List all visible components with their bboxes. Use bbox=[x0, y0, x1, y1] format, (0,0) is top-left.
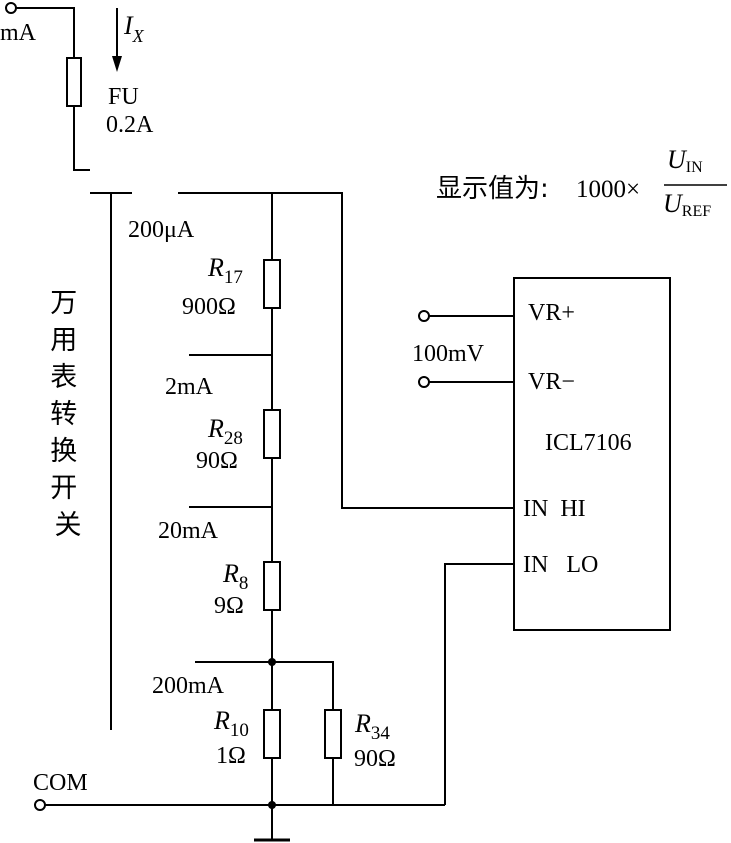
formula-prefix: 显示值为: bbox=[436, 174, 549, 204]
resistor-r17 bbox=[263, 259, 281, 309]
vr-minus-terminal bbox=[418, 376, 430, 388]
range-200ma-label: 200mA bbox=[152, 673, 225, 699]
r34-value-label: 90Ω bbox=[354, 746, 396, 772]
icl7106-chip bbox=[513, 277, 671, 631]
range-2ma-label: 2mA bbox=[165, 374, 214, 400]
pin-in-lo-label: IN LO bbox=[523, 552, 598, 578]
fuse-output-wire bbox=[73, 106, 90, 171]
tap-200ua-wire bbox=[178, 192, 514, 509]
pin-vr-minus-label: VR− bbox=[528, 369, 575, 395]
r34-symbol-label: R34 bbox=[354, 709, 390, 744]
junction-200ma bbox=[268, 658, 276, 666]
ma-input-wire bbox=[16, 7, 75, 58]
r10-symbol-label: R10 bbox=[213, 706, 249, 741]
com-label: COM bbox=[33, 770, 88, 796]
formula-numerator: UIN bbox=[667, 145, 703, 176]
r17-value-label: 900Ω bbox=[182, 294, 236, 320]
ic-name-label: ICL7106 bbox=[545, 430, 632, 456]
tap-200ma-wire bbox=[195, 661, 334, 710]
r28-symbol-label: R28 bbox=[207, 414, 243, 449]
resistor-r8 bbox=[263, 561, 281, 611]
formula-factor: 1000× bbox=[576, 176, 640, 203]
r10-value-label: 1Ω bbox=[216, 743, 246, 769]
pin-in-hi-label: IN HI bbox=[523, 496, 586, 522]
pin-vr-plus-label: VR+ bbox=[528, 300, 575, 326]
com-terminal bbox=[34, 799, 46, 811]
junction-com bbox=[268, 801, 276, 809]
current-arrow-head bbox=[112, 56, 122, 72]
current-ix-label: IX bbox=[123, 11, 145, 46]
vr-plus-terminal bbox=[418, 310, 430, 322]
in-lo-wire bbox=[444, 563, 514, 805]
resistor-r28 bbox=[263, 409, 281, 459]
formula-denominator: UREF bbox=[663, 189, 711, 220]
resistor-r34 bbox=[324, 709, 342, 759]
r17-symbol-label: R17 bbox=[207, 253, 243, 288]
switch-label: 万 用 表 转 换 开 关 bbox=[50, 288, 86, 541]
resistor-r10 bbox=[263, 709, 281, 759]
r28-value-label: 90Ω bbox=[196, 448, 238, 474]
r8-value-label: 9Ω bbox=[214, 593, 244, 619]
range-200ua-label: 200μA bbox=[128, 217, 195, 243]
ma-terminal-label: mA bbox=[0, 20, 37, 46]
range-20ma-label: 20mA bbox=[158, 518, 219, 544]
ma-terminal bbox=[5, 2, 17, 14]
fuse-fu bbox=[66, 57, 82, 107]
r8-symbol-label: R8 bbox=[222, 559, 248, 594]
fuse-name-label: FU bbox=[108, 84, 139, 110]
reference-voltage-label: 100mV bbox=[412, 341, 485, 367]
fuse-rating-label: 0.2A bbox=[106, 112, 154, 138]
